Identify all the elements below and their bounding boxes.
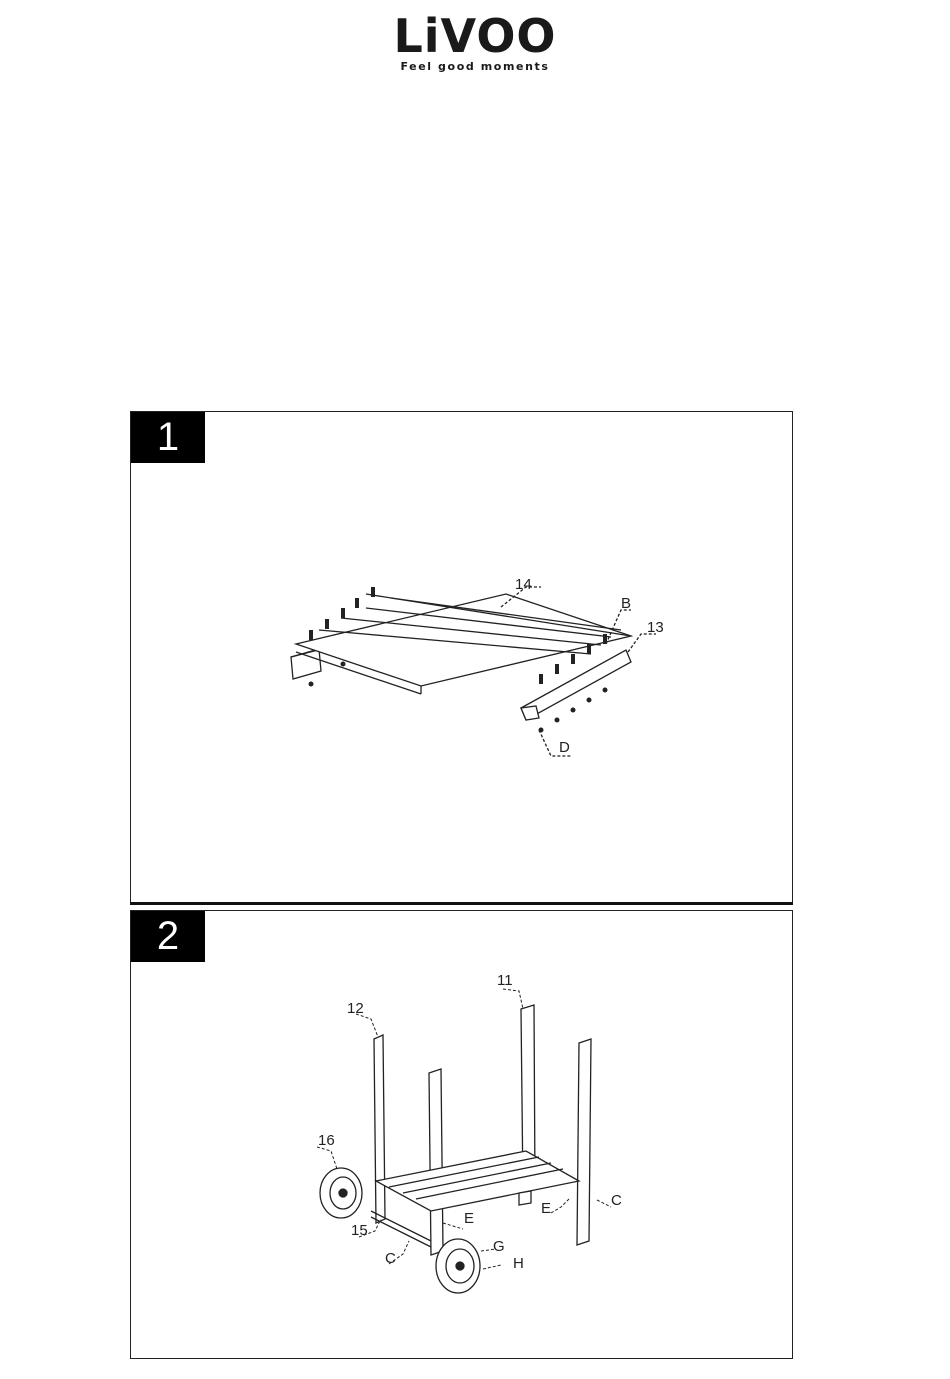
- label-part-h: H: [513, 1255, 524, 1272]
- label-part-d: D: [559, 739, 570, 756]
- label-part-15: 15: [351, 1222, 368, 1239]
- brand-logo: LiVOO Feel good moments: [380, 8, 570, 78]
- brand-tagline: Feel good moments: [380, 60, 570, 73]
- leg-front-right: [429, 1069, 443, 1255]
- label-part-c-right: C: [611, 1192, 622, 1209]
- label-part-14: 14: [515, 576, 532, 593]
- step-2-diagram: 11 12 16 15 C C E E G H: [131, 911, 792, 1358]
- label-part-11: 11: [497, 972, 513, 989]
- label-part-e-left: E: [464, 1210, 474, 1227]
- step-2-panel: 2: [130, 910, 793, 1359]
- label-part-12: 12: [347, 1000, 364, 1017]
- label-part-g: G: [493, 1238, 505, 1255]
- label-part-c-left: C: [385, 1250, 396, 1267]
- step-1-diagram: 14 B 13 D: [131, 412, 792, 903]
- label-part-16: 16: [318, 1132, 335, 1149]
- label-part-e-right: E: [541, 1200, 551, 1217]
- label-part-13: 13: [647, 619, 664, 636]
- panel-divider: [130, 902, 793, 905]
- leg-front-left-12: [374, 1035, 385, 1223]
- step-1-panel: 1: [130, 411, 793, 904]
- label-part-b: B: [621, 595, 631, 612]
- wheel-left-16: [320, 1168, 362, 1218]
- wheel-right: [436, 1239, 480, 1293]
- brand-name: LiVOO: [380, 8, 570, 64]
- leg-back-right: [577, 1039, 591, 1245]
